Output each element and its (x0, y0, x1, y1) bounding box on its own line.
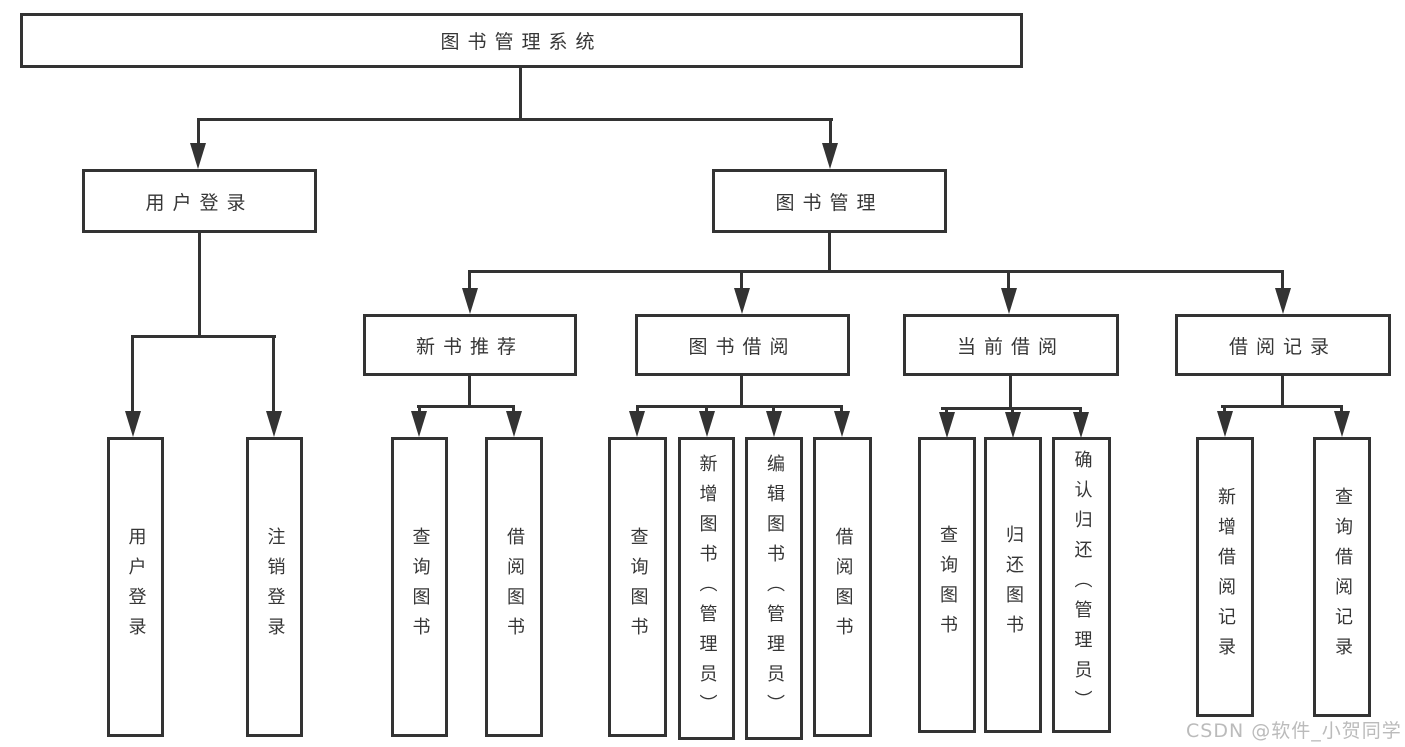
leaf-borrow-book-label: 借阅图书 (832, 527, 854, 647)
node-current-borrow: 当前借阅 (903, 314, 1119, 376)
connector-book-borrow-drop (772, 405, 775, 413)
arrow-down-icon (506, 411, 522, 437)
connector-book-mgmt-drop (1281, 270, 1284, 290)
watermark: CSDN @软件_小贺同学 (1186, 720, 1402, 742)
leaf-add-book: 新增图书（管理员） (678, 437, 735, 740)
connector-user-login-rail (131, 335, 276, 338)
leaf-query-book-rec-label: 查询图书 (409, 527, 431, 647)
connector-book-mgmt-drop (1007, 270, 1010, 290)
connector-user-login-left-drop (131, 335, 134, 413)
leaf-logout: 注销登录 (246, 437, 303, 737)
leaf-add-borrow-record: 新增借阅记录 (1196, 437, 1254, 717)
arrow-down-icon (1334, 411, 1350, 437)
connector-user-login-right-drop (272, 335, 275, 413)
connector-new-book-rec-drop (512, 405, 515, 413)
arrow-down-icon (1005, 412, 1021, 438)
arrow-down-icon (939, 412, 955, 438)
node-book-mgmt: 图书管理 (712, 169, 947, 233)
node-borrow-record-label: 借阅记录 (1228, 335, 1337, 358)
leaf-edit-book: 编辑图书（管理员） (745, 437, 803, 740)
connector-new-book-rec-rail (417, 405, 515, 408)
connector-book-borrow-rail (636, 405, 843, 408)
leaf-logout-label: 注销登录 (264, 527, 286, 647)
node-book-borrow-label: 图书借阅 (688, 335, 797, 358)
connector-current-borrow-drop (1011, 407, 1014, 413)
arrow-down-icon (1001, 288, 1017, 314)
connector-book-mgmt-drop (740, 270, 743, 290)
connector-borrow-record-drop (1223, 405, 1226, 413)
leaf-borrow-book-rec: 借阅图书 (485, 437, 543, 737)
arrow-down-icon (629, 411, 645, 437)
arrow-down-icon (1073, 412, 1089, 438)
arrow-down-icon (834, 411, 850, 437)
leaf-user-login: 用户登录 (107, 437, 164, 737)
connector-book-mgmt-drop (468, 270, 471, 290)
leaf-query-book-current-label: 查询图书 (937, 525, 958, 645)
node-root: 图书管理系统 (20, 13, 1023, 68)
leaf-query-book-borrow: 查询图书 (608, 437, 667, 737)
connector-borrow-record-drop (1340, 405, 1343, 413)
connector-book-borrow-stem (740, 376, 743, 406)
arrow-down-icon (734, 288, 750, 314)
leaf-return-book: 归还图书 (984, 437, 1042, 733)
arrow-down-icon (125, 411, 141, 437)
leaf-add-borrow-record-label: 新增借阅记录 (1215, 487, 1236, 667)
node-borrow-record: 借阅记录 (1175, 314, 1391, 376)
connector-current-borrow-drop (1079, 407, 1082, 413)
connector-new-book-rec-drop (418, 405, 421, 413)
connector-user-login-stem (198, 233, 201, 335)
node-current-borrow-label: 当前借阅 (956, 335, 1065, 358)
connector-book-borrow-drop (840, 405, 843, 413)
connector-new-book-rec-stem (468, 376, 471, 406)
leaf-confirm-return: 确认归还（管理员） (1052, 437, 1111, 733)
connector-root-right-drop (829, 118, 832, 145)
connector-current-borrow-drop (945, 407, 948, 413)
leaf-query-borrow-record-label: 查询借阅记录 (1332, 487, 1353, 667)
leaf-query-book-current: 查询图书 (918, 437, 976, 733)
connector-root-stem (519, 68, 522, 120)
arrow-down-icon (190, 143, 206, 169)
arrow-down-icon (462, 288, 478, 314)
leaf-confirm-return-label: 确认归还（管理员） (1071, 450, 1093, 720)
leaf-query-book-borrow-label: 查询图书 (627, 527, 649, 647)
connector-book-borrow-drop (636, 405, 639, 413)
node-new-book-rec-label: 新书推荐 (415, 335, 524, 358)
arrow-down-icon (1217, 411, 1233, 437)
connector-root-left-drop (197, 118, 200, 145)
leaf-query-book-rec: 查询图书 (391, 437, 448, 737)
node-root-label: 图书管理系统 (440, 31, 603, 53)
arrow-down-icon (266, 411, 282, 437)
connector-borrow-record-rail (1221, 405, 1343, 408)
connector-book-mgmt-rail (468, 270, 1284, 273)
leaf-borrow-book-rec-label: 借阅图书 (504, 527, 525, 647)
connector-book-borrow-drop (705, 405, 708, 413)
arrow-down-icon (1275, 288, 1291, 314)
leaf-add-book-label: 新增图书（管理员） (696, 453, 718, 724)
connector-book-mgmt-stem (828, 233, 831, 271)
leaf-return-book-label: 归还图书 (1003, 525, 1024, 645)
leaf-query-borrow-record: 查询借阅记录 (1313, 437, 1371, 717)
arrow-down-icon (699, 411, 715, 437)
connector-borrow-record-stem (1281, 376, 1284, 406)
arrow-down-icon (822, 143, 838, 169)
connector-current-borrow-stem (1009, 376, 1012, 408)
arrow-down-icon (411, 411, 427, 437)
leaf-user-login-label: 用户登录 (125, 527, 147, 647)
node-book-borrow: 图书借阅 (635, 314, 850, 376)
node-user-login-label: 用户登录 (145, 191, 254, 214)
node-user-login: 用户登录 (82, 169, 317, 233)
node-new-book-rec: 新书推荐 (363, 314, 577, 376)
leaf-edit-book-label: 编辑图书（管理员） (764, 453, 785, 724)
node-book-mgmt-label: 图书管理 (775, 191, 884, 214)
connector-root-rail (197, 118, 833, 121)
leaf-borrow-book: 借阅图书 (813, 437, 872, 737)
arrow-down-icon (766, 411, 782, 437)
